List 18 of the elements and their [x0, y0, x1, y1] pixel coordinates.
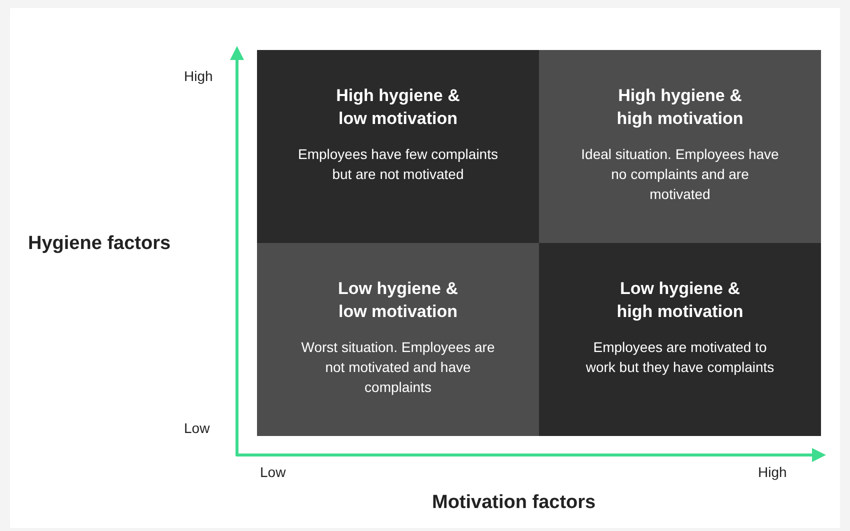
- axis-tick-label: High: [184, 67, 213, 86]
- quadrant-title: Low hygiene & high motivation: [616, 278, 744, 323]
- quadrant-title: Low hygiene & low motivation: [337, 278, 459, 323]
- quadrant-title: High hygiene & low motivation: [335, 85, 461, 130]
- quadrant-box: [539, 243, 821, 436]
- quadrant-description: Employees are motivated to work but they have complaints: [584, 338, 776, 377]
- axis-tick-label: Low: [184, 419, 210, 438]
- quadrant-description: Employees have few complaints but are not motivated: [298, 145, 498, 184]
- quadrant-box: [257, 50, 539, 243]
- quadrant-description: Ideal situation. Employees have no complaints and are motivated: [580, 145, 780, 204]
- axis-tick-label: Low: [260, 463, 286, 482]
- axis-tick-label: High: [758, 463, 787, 482]
- quadrant-box: [539, 50, 821, 243]
- axis-title: Motivation factors: [432, 491, 596, 515]
- axis-title: Hygiene factors: [28, 232, 171, 256]
- quadrant-description: Worst situation. Employees are not motivated and have complaints: [300, 338, 496, 397]
- quadrant-title: High hygiene & high motivation: [616, 85, 744, 130]
- quadrant-box: [257, 243, 539, 436]
